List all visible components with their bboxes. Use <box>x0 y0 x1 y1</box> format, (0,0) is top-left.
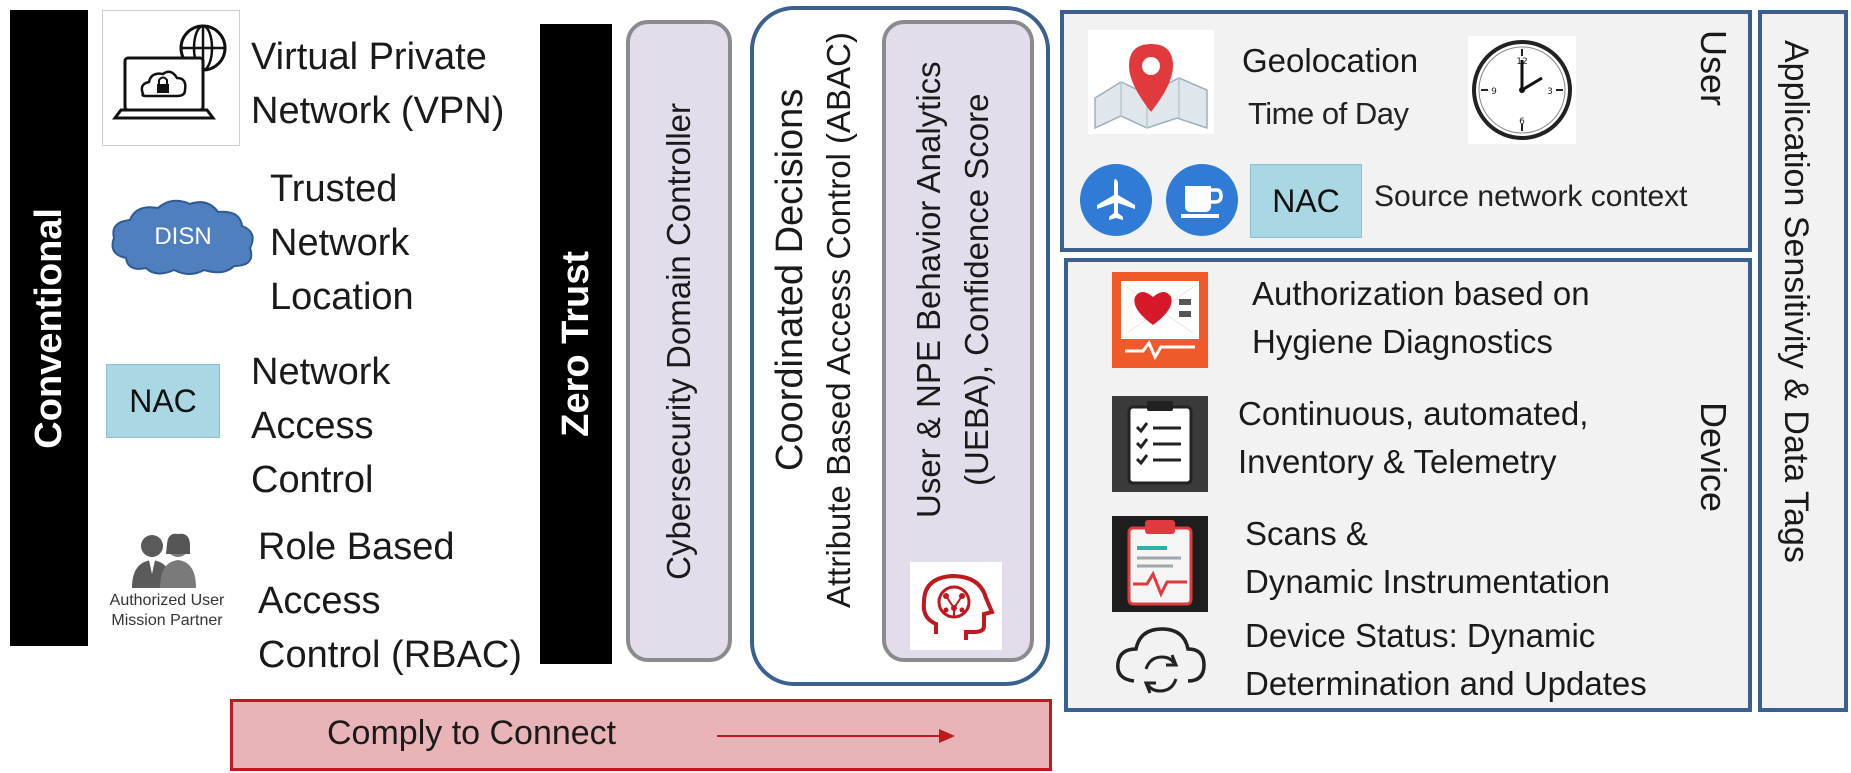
source-network-label: Source network context <box>1374 180 1688 213</box>
clock-icon: 12369 <box>1468 36 1576 144</box>
trusted-network-label: Trusted Network Location <box>270 168 414 318</box>
scans-label: Scans & Dynamic Instrumentation <box>1245 515 1610 600</box>
arrow-right-icon <box>717 729 955 743</box>
heart-monitor-icon <box>1112 272 1208 368</box>
abac-label: Attribute Based Access Control (ABAC) <box>820 32 857 608</box>
vpn-label: Virtual Private Network (VPN) <box>251 36 505 132</box>
geolocation-label: Geolocation <box>1242 42 1419 79</box>
conventional-label: Conventional <box>27 207 70 449</box>
disn-text: DISN <box>154 223 212 250</box>
brain-circuit-icon <box>910 562 1002 650</box>
svg-text:9: 9 <box>1491 87 1497 97</box>
comply-bar: Comply to Connect <box>230 699 1052 771</box>
ueba-label: User & NPE Behavior Analytics (UEBA), Co… <box>910 61 995 519</box>
ueba-box <box>882 20 1034 662</box>
clipboard-pulse-icon <box>1112 516 1208 612</box>
hygiene-label: Authorization based on Hygiene Diagnosti… <box>1252 275 1590 360</box>
controller-label: Cybersecurity Domain Controller <box>660 102 697 580</box>
coordinated-title: Coordinated Decisions <box>769 88 811 472</box>
zero-trust-label: Zero Trust <box>554 251 597 437</box>
checklist-icon <box>1112 396 1208 492</box>
cloud-sync-icon <box>1112 620 1208 700</box>
users-caption: Authorized User Mission Partner <box>109 592 225 629</box>
zero-trust-bar: Zero Trust <box>540 24 612 664</box>
comply-label: Comply to Connect <box>327 714 617 752</box>
cloud-icon: DISN <box>106 196 260 278</box>
svg-text:3: 3 <box>1547 87 1553 97</box>
rbac-label: Role Based Access Control (RBAC) <box>258 526 522 676</box>
users-icon <box>122 530 206 590</box>
conventional-bar: Conventional <box>10 10 88 646</box>
laptop-cloud-lock-globe-icon <box>102 10 240 146</box>
svg-text:6: 6 <box>1519 117 1525 127</box>
airplane-icon <box>1080 164 1152 236</box>
time-of-day-label: Time of Day <box>1248 96 1409 131</box>
device-panel-title: Device <box>1693 402 1734 513</box>
controller-box: Cybersecurity Domain Controller <box>626 20 732 662</box>
user-nac-box: NAC <box>1250 164 1362 238</box>
inventory-label: Continuous, automated, Inventory & Telem… <box>1238 395 1589 480</box>
app-sensitivity-label: Application Sensitivity & Data Tags <box>1777 40 1815 563</box>
network-access-control-label: Network Access Control <box>251 351 391 501</box>
coffee-cup-icon <box>1166 164 1238 236</box>
app-sensitivity-bar <box>1758 10 1848 712</box>
device-status-label: Device Status: Dynamic Determination and… <box>1245 617 1647 702</box>
nac-box: NAC <box>106 364 220 438</box>
user-panel-title: User <box>1693 30 1734 107</box>
map-pin-icon <box>1088 30 1214 134</box>
